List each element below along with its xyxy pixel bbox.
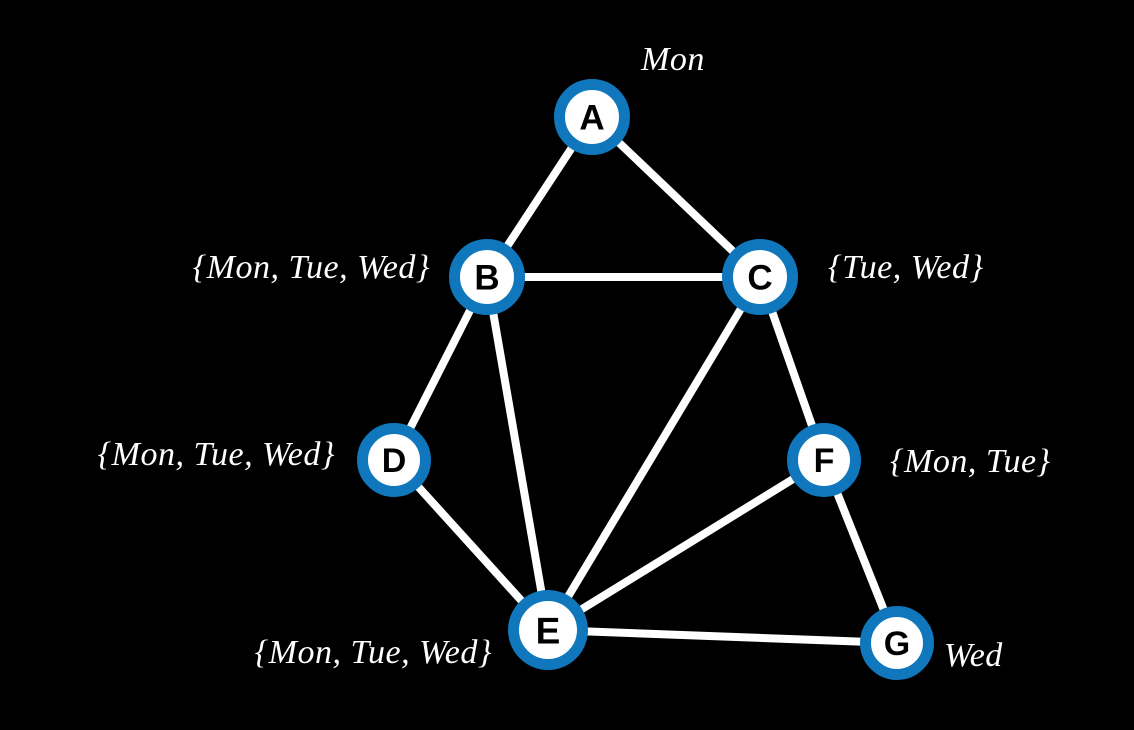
node-circle-f: [787, 423, 861, 497]
nodes-group: A B C D F E G: [357, 79, 934, 680]
node-c[interactable]: C: [722, 239, 798, 315]
node-label-f: F: [814, 442, 835, 480]
node-e[interactable]: E: [508, 590, 588, 670]
domain-label-e: {Mon, Tue, Wed}: [254, 634, 492, 671]
edge-f-e: [545, 456, 827, 634]
node-a[interactable]: A: [554, 79, 630, 155]
edge-a-c: [589, 114, 763, 280]
node-label-c: C: [747, 259, 772, 298]
node-circle-c: [722, 239, 798, 315]
node-circle-e: [508, 590, 588, 670]
domain-label-a: Mon: [641, 41, 705, 78]
node-b[interactable]: B: [449, 239, 525, 315]
node-label-e: E: [536, 611, 561, 652]
domain-label-d: {Mon, Tue, Wed}: [97, 436, 335, 473]
node-label-d: D: [382, 442, 407, 480]
domain-label-f: {Mon, Tue}: [890, 443, 1051, 480]
edge-b-e: [483, 276, 552, 631]
domain-label-g: Wed: [944, 637, 1003, 674]
edge-e-g: [547, 626, 898, 647]
node-label-b: B: [474, 259, 499, 298]
node-label-a: A: [579, 99, 604, 138]
domain-label-b: {Mon, Tue, Wed}: [192, 249, 430, 286]
node-circle-g: [860, 606, 934, 680]
node-circle-b: [449, 239, 525, 315]
node-f[interactable]: F: [787, 423, 861, 497]
node-circle-d: [357, 423, 431, 497]
node-g[interactable]: G: [860, 606, 934, 680]
node-d[interactable]: D: [357, 423, 431, 497]
edge-c-e: [544, 274, 764, 633]
domain-label-c: {Tue, Wed}: [828, 249, 984, 286]
node-circle-a: [554, 79, 630, 155]
node-label-g: G: [884, 625, 910, 663]
edges-group: [390, 114, 901, 647]
